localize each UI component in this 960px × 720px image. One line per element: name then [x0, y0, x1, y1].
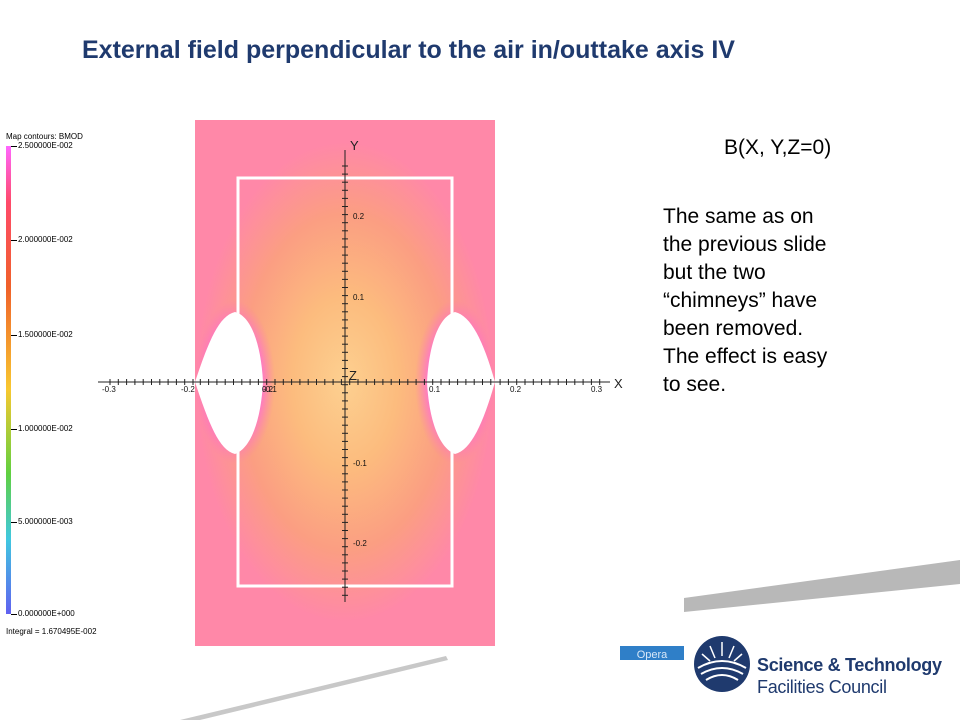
legend-color-bar — [6, 146, 11, 614]
org-name-line2: Facilities Council — [757, 677, 887, 697]
aperture-right — [427, 312, 495, 454]
x-tick-label: 0.3 — [591, 385, 603, 394]
legend-tick — [11, 614, 17, 615]
x-tick-label: 0.2 — [262, 385, 274, 394]
legend-level-label: 2.500000E-002 — [18, 141, 73, 150]
legend-level-label: 1.000000E-002 — [18, 424, 73, 433]
legend-tick — [11, 522, 17, 523]
y-tick-label: -0.1 — [353, 459, 367, 468]
legend-level-label: 5.000000E-003 — [18, 517, 73, 526]
z-axis-label: Z — [349, 368, 357, 383]
org-name-line1: Science & Technology — [757, 655, 942, 675]
legend-level-label: 1.500000E-002 — [18, 330, 73, 339]
x-tick-label: 0.1 — [429, 385, 441, 394]
field-formula: B(X, Y,Z=0) — [724, 136, 832, 159]
x-axis-extension-ticks — [109, 379, 601, 385]
axis-minor-ticks — [199, 165, 492, 596]
slide-description: The same as on the previous slide but th… — [663, 205, 828, 396]
x-tick-label: -0.1 — [263, 385, 277, 394]
legend-tick — [11, 146, 17, 147]
legend-tick — [11, 429, 17, 430]
legend-title: Map contours: BMOD — [6, 132, 83, 141]
y-tick-label: 0.2 — [353, 212, 365, 221]
legend-level-label: 2.000000E-002 — [18, 235, 73, 244]
opera-badge: Opera — [620, 646, 684, 660]
legend-integral: Integral = 1.670495E-002 — [6, 627, 97, 636]
legend-level-label: 0.000000E+000 — [18, 609, 75, 618]
x-tick-label: -0.2 — [181, 385, 195, 394]
y-axis-label: Y — [350, 138, 359, 153]
legend-tick — [11, 335, 17, 336]
stfc-logo-icon — [694, 636, 750, 692]
y-tick-label: 0.1 — [353, 293, 365, 302]
x-tick-label: 0.2 — [510, 385, 522, 394]
legend-tick — [11, 240, 17, 241]
slide-title: External field perpendicular to the air … — [82, 36, 735, 64]
x-tick-label: -0.3 — [102, 385, 116, 394]
field-map: 0.1 0.2 0.1 0.2 0.1 -0.1 -0.2 Z Y — [195, 120, 495, 646]
x-axis-label: X — [614, 376, 623, 391]
aperture-left — [195, 312, 263, 454]
y-tick-label: -0.2 — [353, 539, 367, 548]
